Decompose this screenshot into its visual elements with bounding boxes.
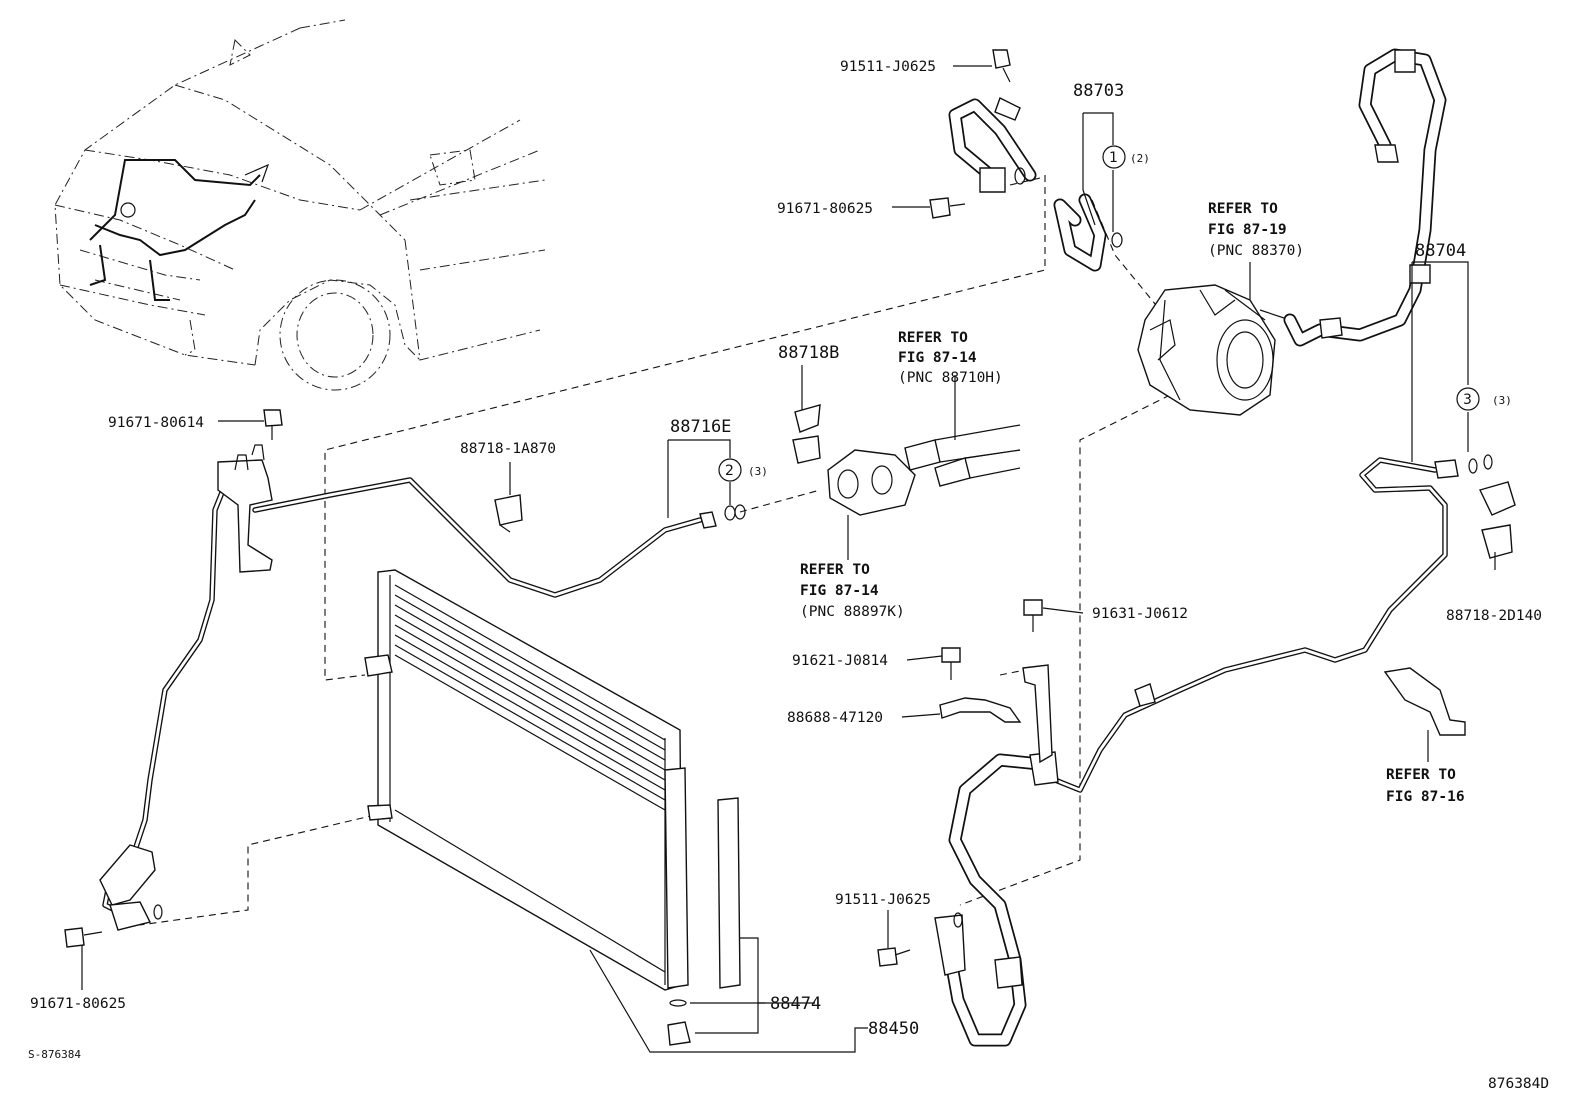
middle-fittings [494, 404, 1021, 533]
ref-fig-87-19-line3: (PNC 88370) [1208, 243, 1304, 259]
ref-fig-87-19-line2: FIG 87-19 [1208, 222, 1287, 238]
compressor-harness [1283, 48, 1447, 347]
label-91621-J0814: 91621-J0814 [792, 653, 888, 669]
label-88716E: 88716E [670, 417, 731, 437]
label-91511-J0625-top: 91511-J0625 [840, 59, 936, 75]
qty-3-b: (3) [1492, 394, 1512, 407]
bolt-91671-mid [929, 197, 966, 219]
label-88450: 88450 [868, 1019, 919, 1039]
bolt-91511-top [992, 49, 1011, 83]
ref-fig-87-16-line2: FIG 87-16 [1386, 789, 1465, 805]
source-code: S-876384 [28, 1048, 81, 1061]
ref-fig-87-14-k-line1: REFER TO [800, 562, 870, 578]
ref-fig-87-14-a-line1: REFER TO [898, 330, 968, 346]
label-91511-J0625-bot: 91511-J0625 [835, 892, 931, 908]
label-88688-47120: 88688-47120 [787, 710, 883, 726]
ref-fig-87-14-a-line3: (PNC 88710H) [898, 370, 1003, 386]
ref-fig-87-14-k-line3: (PNC 88897K) [800, 604, 905, 620]
label-88718B: 88718B [778, 343, 839, 363]
ref-fig-87-16-line1: REFER TO [1386, 767, 1456, 783]
vehicle-locator-sketch [54, 19, 546, 391]
ref-fig-87-14-k-line2: FIG 87-14 [800, 583, 879, 599]
label-88704: 88704 [1415, 241, 1466, 261]
callout-circle-1 [1102, 145, 1126, 169]
bolt-91511-bot [877, 947, 911, 967]
figure-code: 876384D [1488, 1076, 1549, 1092]
label-88718-1A870: 88718-1A870 [460, 441, 556, 457]
bolt-91621 [941, 647, 961, 680]
callout-circle-3 [1456, 387, 1480, 411]
bolt-91671-80614 [263, 409, 283, 440]
suction-hose [934, 664, 1059, 1047]
bolt-91631 [1023, 599, 1043, 632]
ref-fig-87-19-line1: REFER TO [1208, 201, 1278, 217]
bolt-91671-bot [64, 927, 103, 948]
liquid-pipe [252, 477, 746, 598]
label-88703: 88703 [1073, 81, 1124, 101]
compressor [1137, 284, 1291, 416]
suction-pipe-88704 [1052, 454, 1516, 793]
qty-2: (2) [1130, 152, 1150, 165]
leader-lines [81, 65, 1496, 990]
label-88718-2D140: 88718-2D140 [1446, 608, 1542, 624]
qty-3-a: (3) [748, 465, 768, 478]
left-discharge-pipe [99, 444, 273, 931]
callout-circle-2 [718, 458, 742, 482]
discharge-hose-88703 [948, 97, 1123, 272]
label-88474: 88474 [770, 994, 821, 1014]
label-91671-80614: 91671-80614 [108, 415, 204, 431]
bracket-88688 [939, 697, 1022, 723]
callout-2-text: 2 [725, 463, 734, 479]
bolts [64, 49, 1043, 967]
condenser-leaders [589, 937, 868, 1053]
ref-fig-87-14-a-line2: FIG 87-14 [898, 350, 977, 366]
callout-3-text: 3 [1463, 392, 1472, 408]
label-91631-J0612: 91631-J0612 [1092, 606, 1188, 622]
assembly-dashed-lines [139, 175, 1171, 926]
part-labels: 91511-J0625 88703 1 (2) 91671-80625 REFE… [28, 59, 1549, 1092]
label-91671-80625-mid: 91671-80625 [777, 201, 873, 217]
condenser [364, 569, 741, 1046]
label-91671-80625-bot: 91671-80625 [30, 996, 126, 1012]
callout-1-text: 1 [1109, 150, 1118, 166]
